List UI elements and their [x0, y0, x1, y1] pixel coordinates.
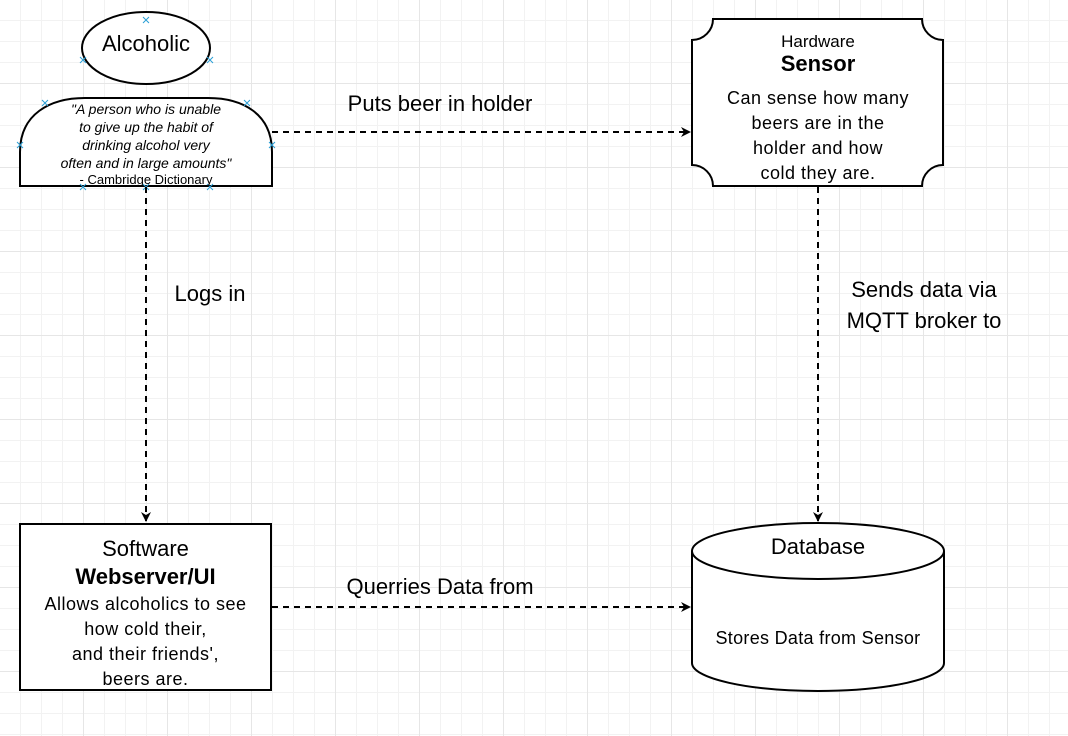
database-description: Stores Data from Sensor [715, 628, 921, 648]
edge-label-puts-beer: Puts beer in holder [347, 91, 533, 116]
edge-label-sends-data: Sends data via MQTT broker to [826, 274, 1022, 336]
sensor-name: Sensor [780, 51, 856, 76]
database-top-rim [691, 550, 945, 580]
webserver-description-line: Allows alcoholics to see [44, 594, 247, 614]
sensor-description-line: Can sense how many [726, 88, 910, 108]
edge-label-line: Sends data via [851, 277, 997, 302]
actor-head-shape[interactable] [81, 11, 211, 85]
actor-body-shape[interactable] [19, 97, 273, 187]
sensor-description-line: holder and how [752, 138, 884, 158]
selection-handles [16, 16, 276, 191]
quote-line: drinking alcohol very [82, 137, 210, 153]
sensor-text: Hardware Sensor Can sense how many beers… [692, 32, 944, 186]
webserver-category: Software [102, 536, 189, 561]
edge-label-line: MQTT broker to [846, 308, 1002, 333]
actor-quote: "A person who is unable to give up the h… [40, 100, 252, 187]
webserver-description-line: how cold their, [84, 619, 207, 639]
quote-line: often and in large amounts" [60, 155, 232, 171]
sensor-description-line: cold they are. [760, 163, 876, 183]
sensor-category: Hardware [781, 32, 855, 51]
webserver-name: Webserver/UI [75, 564, 216, 589]
actor-title: Alcoholic [101, 31, 191, 56]
quote-line: to give up the habit of [79, 119, 213, 135]
quote-line: "A person who is unable [71, 101, 221, 117]
sensor-description-line: beers are in the [751, 113, 885, 133]
edge-label-querries: Querries Data from [346, 574, 534, 599]
database-title: Database [770, 534, 866, 559]
webserver-description-line: and their friends', [71, 644, 219, 664]
database-shape[interactable] [691, 522, 945, 692]
quote-citation: - Cambridge Dictionary [79, 172, 213, 187]
webserver-description-line: beers are. [102, 669, 189, 689]
webserver-text: Software Webserver/UI Allows alcoholics … [20, 536, 271, 692]
webserver-shape[interactable] [19, 523, 272, 691]
edge-label-logs-in: Logs in [174, 281, 246, 306]
sensor-shape[interactable] [691, 18, 944, 187]
